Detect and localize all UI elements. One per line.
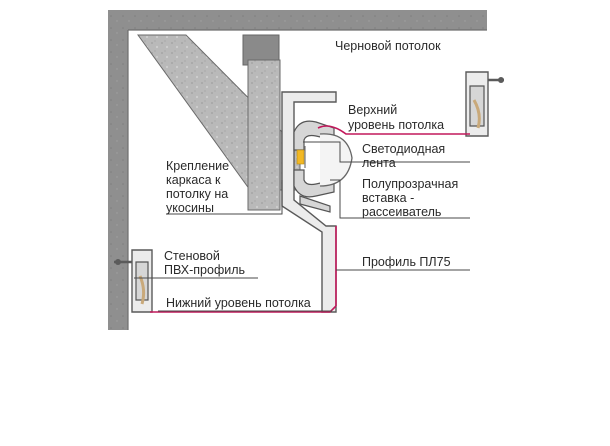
profile-pl75 [281, 91, 337, 313]
label-frame-mount-1: Крепление [166, 159, 229, 173]
label-lower-level: Нижний уровень потолка [166, 296, 311, 310]
label-upper-level-2: уровень потолка [348, 118, 444, 132]
led-strip [296, 149, 305, 165]
label-led-strip-2: лента [362, 156, 396, 170]
label-diffuser-2: вставка - [362, 191, 414, 205]
diffuser-insert [319, 133, 353, 187]
screw-head-icon [498, 77, 504, 83]
label-led-strip-1: Светодиодная [362, 142, 445, 156]
label-wall-profile-2: ПВХ-профиль [164, 263, 245, 277]
label-profile-pl75: Профиль ПЛ75 [362, 255, 451, 269]
label-upper-level-1: Верхний [348, 103, 397, 117]
lower-ceiling-membrane [150, 305, 337, 313]
frame-brace [137, 34, 301, 211]
leader-lines [134, 141, 470, 312]
label-frame-mount-4: укосины [166, 201, 214, 215]
wall-pvc-profile-upper [465, 71, 504, 137]
label-diffuser-3: рассеиватель [362, 205, 441, 219]
label-frame-mount-2: каркаса к [166, 173, 221, 187]
label-wall-profile-1: Стеновой [164, 249, 220, 263]
screw-head-icon [115, 259, 121, 265]
concrete-inner-shadow [127, 29, 487, 330]
upper-ceiling-membrane [317, 125, 470, 135]
label-diffuser-1: Полупрозрачная [362, 177, 458, 191]
label-frame-mount-3: потолку на [166, 187, 228, 201]
label-rough-ceiling: Черновой потолок [335, 39, 441, 53]
